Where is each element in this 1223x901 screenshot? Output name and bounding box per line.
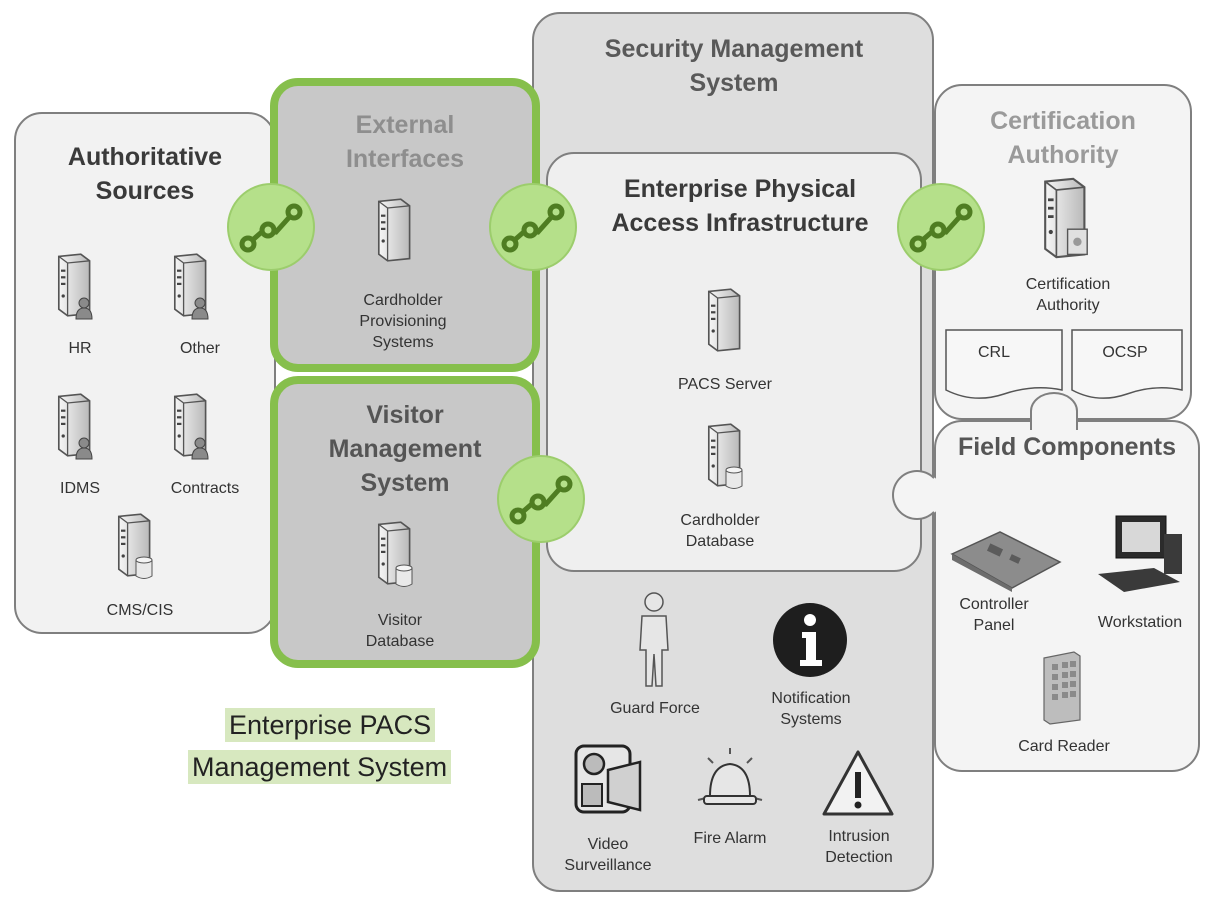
connector-icon — [496, 454, 586, 544]
server-user-icon — [50, 390, 93, 460]
external-interfaces-title: External Interfaces — [345, 111, 465, 173]
card-reader-label: Card Reader — [1018, 738, 1110, 755]
controller-panel-label: Controller Panel — [959, 596, 1029, 634]
authoritative-sources-box — [14, 112, 276, 634]
source-contracts-label: Contracts — [170, 480, 240, 497]
server-user-icon — [166, 250, 209, 320]
source-hr-label: HR — [68, 340, 92, 357]
ocsp-label: OCSP — [1102, 344, 1148, 361]
source-other-label: Other — [179, 340, 220, 357]
notification-systems-label: Notification Systems — [771, 690, 851, 728]
person-icon — [639, 592, 669, 687]
connector-icon — [896, 182, 986, 272]
certification-authority-label: Certification Authority — [1025, 276, 1111, 314]
field-components-title: Field Components — [957, 433, 1177, 461]
camera-icon — [574, 744, 642, 814]
guard-force-label: Guard Force — [610, 700, 700, 717]
source-cms-cis-label: CMS/CIS — [106, 602, 174, 619]
server-icon — [370, 195, 414, 265]
puzzle-tab-top — [1030, 392, 1078, 430]
certificate-server-icon — [1034, 172, 1088, 264]
workstation-label: Workstation — [1097, 614, 1183, 631]
info-icon — [773, 603, 847, 677]
cardholder-database-label: Cardholder Database — [680, 512, 760, 550]
controller-panel-icon — [950, 531, 1062, 592]
epaci-title: Enterprise Physical Access Infrastructur… — [611, 175, 869, 237]
database-server-icon — [110, 510, 153, 579]
server-user-icon — [50, 250, 93, 320]
server-icon — [700, 285, 744, 355]
database-server-icon — [370, 518, 413, 587]
puzzle-tab-left — [892, 470, 942, 520]
workstation-icon — [1098, 515, 1182, 592]
source-idms-label: IDMS — [60, 480, 100, 497]
visitor-management-title: Visitor Management System — [328, 401, 482, 497]
connector-icon — [488, 182, 578, 272]
bell-icon — [697, 748, 763, 805]
visitor-database-label: Visitor Database — [365, 612, 435, 650]
epaci-box — [546, 152, 922, 572]
caption-line-1: Enterprise PACS — [225, 708, 436, 742]
cardholder-provisioning-label: Cardholder Provisioning Systems — [359, 292, 447, 351]
warning-icon — [822, 750, 894, 816]
card-reader-icon — [1043, 651, 1081, 725]
certification-authority-title: Certification Authority — [990, 107, 1136, 169]
caption-line-2: Management System — [188, 750, 452, 784]
database-server-icon — [700, 420, 743, 489]
visitor-management-box — [270, 376, 540, 668]
intrusion-detection-label: Intrusion Detection — [825, 828, 893, 866]
ocsp-document — [1071, 329, 1183, 399]
fire-alarm-label: Fire Alarm — [693, 830, 767, 847]
security-management-title: Security Management System — [604, 35, 864, 97]
authoritative-sources-title: Authoritative Sources — [67, 143, 223, 205]
pacs-server-label: PACS Server — [678, 376, 772, 393]
server-user-icon — [166, 390, 209, 460]
crl-document — [945, 329, 1063, 399]
video-surveillance-label: Video Surveillance — [564, 836, 652, 874]
crl-label: CRL — [977, 344, 1010, 361]
connector-icon — [226, 182, 316, 272]
